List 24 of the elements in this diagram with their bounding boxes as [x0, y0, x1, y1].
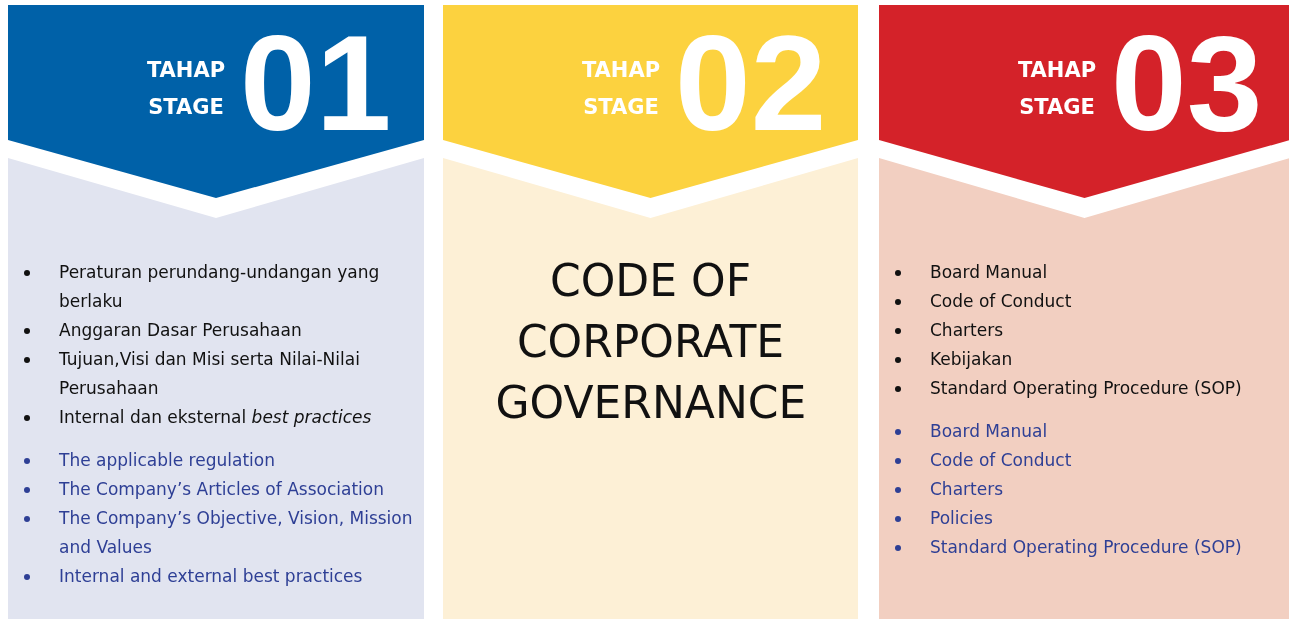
bullet-item: Internal dan eksternal best practices [59, 407, 372, 427]
bullet-item: Code of Conduct [930, 291, 1072, 311]
bullet-item: The Company’s Objective, Vision, Mission and Values [59, 508, 413, 557]
panel-heading: CODE OF CORPORATE GOVERNANCE [495, 254, 806, 430]
stage-number: 02 [675, 15, 827, 151]
bullet-item: Board Manual [930, 262, 1048, 282]
bullet-item: Internal and external best practices [59, 566, 363, 586]
stage-label: TAHAP STAGE [145, 57, 227, 121]
bullet-item: Anggaran Dasar Perusahaan [59, 320, 302, 340]
bullet-item: The Company’s Articles of Association [59, 479, 384, 499]
stage-number: 01 [240, 15, 392, 151]
bullet-item: Charters [930, 320, 1004, 340]
bullet-item: Peraturan perundang-undangan yang berlaku [59, 262, 380, 311]
bullet-item: Code of Conduct [930, 450, 1072, 470]
bullet-item: Charters [930, 479, 1004, 499]
bullet-item: The applicable regulation [59, 450, 275, 470]
bullet-item: Policies [930, 508, 993, 528]
bullet-item: Board Manual [930, 421, 1048, 441]
bullet-item: Standard Operating Procedure (SOP) [930, 537, 1242, 557]
stage-label: TAHAP STAGE [1016, 57, 1098, 121]
stage-number: 03 [1111, 15, 1263, 151]
bullet-item: Kebijakan [930, 349, 1013, 369]
stage-label: TAHAP STAGE [580, 57, 662, 121]
bullet-item: Standard Operating Procedure (SOP) [930, 378, 1242, 398]
